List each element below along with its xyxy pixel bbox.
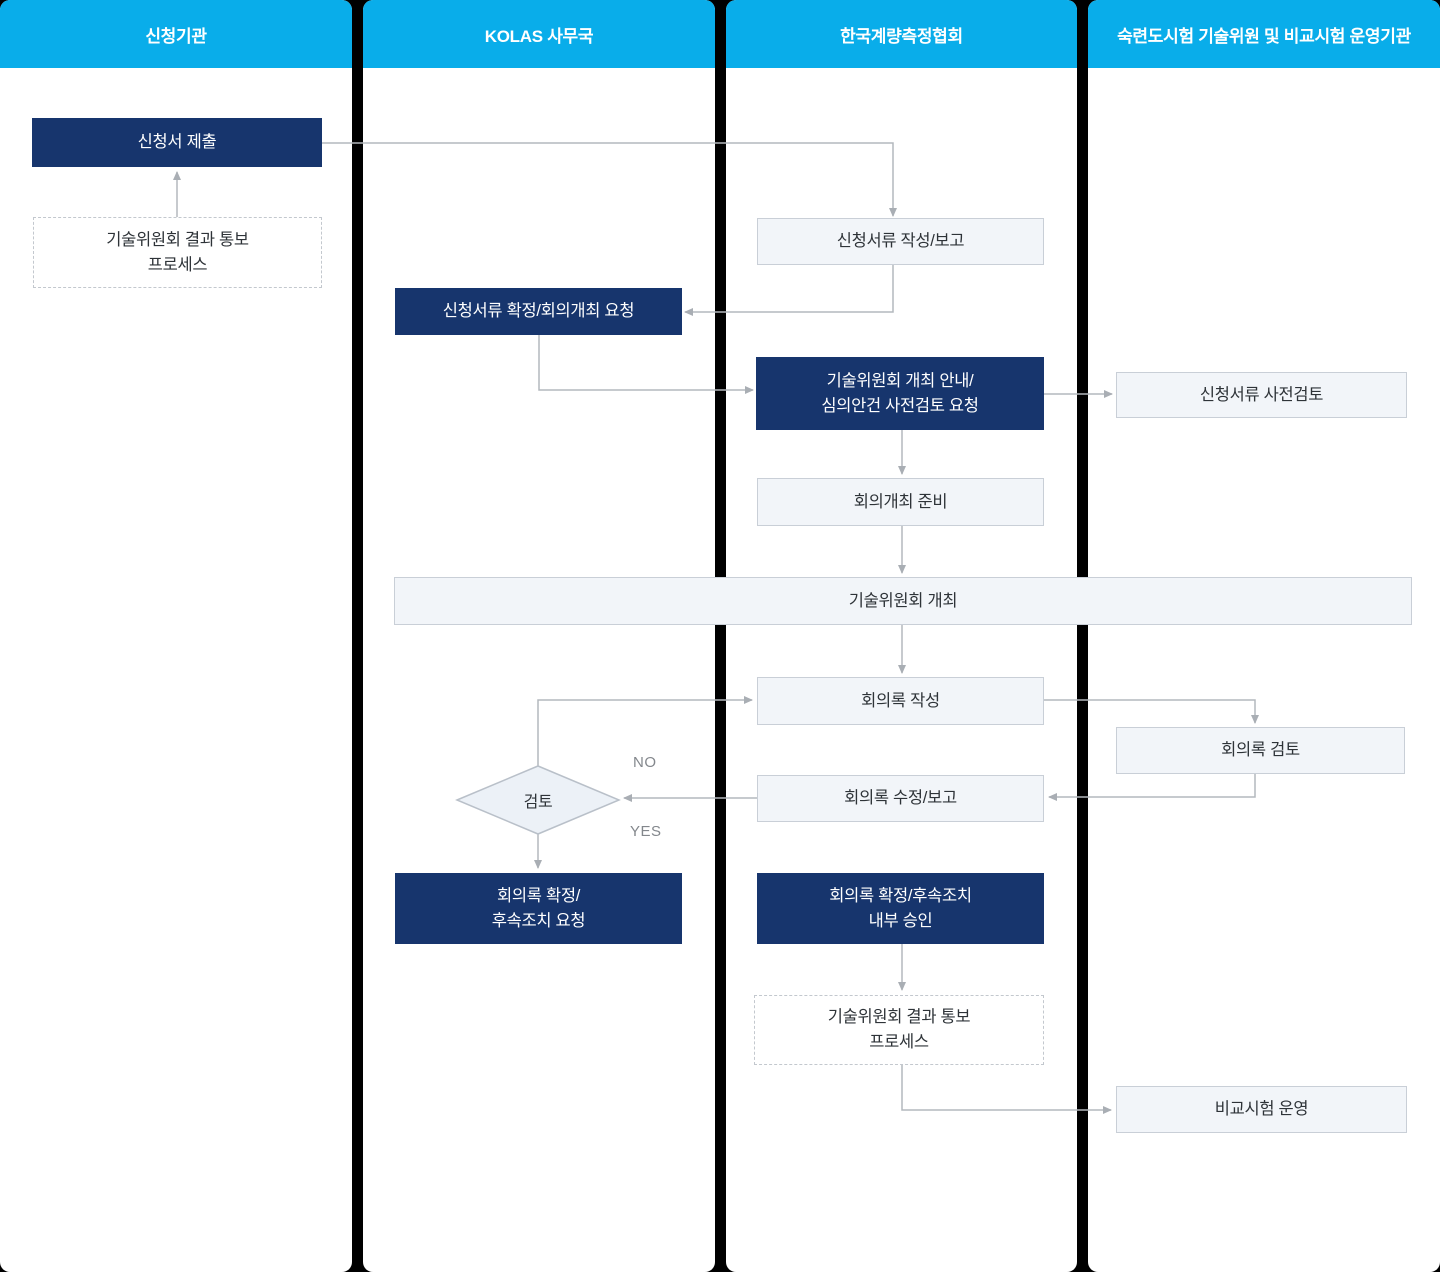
node-minutes-finalize-followup-request: 회의록 확정/ 후속조치 요청 (395, 873, 682, 944)
decision-no-label: NO (633, 754, 657, 771)
node-result-notify-process-kasto: 기술위원회 결과 통보 프로세스 (754, 995, 1044, 1065)
decision-review-label: 검토 (523, 794, 553, 811)
lane-applicant: 신청기관 (0, 0, 352, 1272)
lane-header-applicant: 신청기관 (0, 0, 352, 68)
node-submit-application: 신청서 제출 (32, 118, 322, 167)
decision-diamond (455, 765, 621, 835)
node-minutes-review: 회의록 검토 (1116, 727, 1405, 774)
connector-docs-confirm-to-announce (538, 335, 754, 394)
decision-yes-label: YES (630, 823, 662, 840)
node-minutes-write: 회의록 작성 (757, 677, 1044, 725)
node-comparison-test-operate: 비교시험 운영 (1116, 1086, 1407, 1133)
connector-minutes-write-to-minutes-review (1044, 699, 1259, 724)
node-docs-write-report: 신청서류 작성/보고 (757, 218, 1044, 265)
node-committee-meeting: 기술위원회 개최 (394, 577, 1412, 625)
connector-docs-write-to-docs-confirm (684, 265, 894, 316)
connector-submit-to-docs-write (322, 142, 897, 217)
connector-minutes-review-to-minutes-revise (1048, 774, 1256, 801)
lane-kolas-office: KOLAS 사무국 (363, 0, 715, 1272)
node-result-notify-process-applicant: 기술위원회 결과 통보 프로세스 (33, 217, 322, 288)
node-docs-precheck: 신청서류 사전검토 (1116, 372, 1407, 418)
lane-proficiency-operator: 숙련도시험 기술위원 및 비교시험 운영기관 (1088, 0, 1440, 1272)
node-minutes-revise-report: 회의록 수정/보고 (757, 775, 1044, 822)
connector-decision-no-to-minutes-write (537, 696, 753, 766)
connector-notify-process-to-comparison (901, 1065, 1112, 1114)
node-committee-announce-precheck-request: 기술위원회 개최 안내/ 심의안건 사전검토 요청 (756, 357, 1044, 430)
lane-header-kasto: 한국계량측정협회 (726, 0, 1077, 68)
lane-header-kolas-office: KOLAS 사무국 (363, 0, 715, 68)
node-docs-confirm-meeting-request: 신청서류 확정/회의개최 요청 (395, 288, 682, 335)
node-meeting-prepare: 회의개최 준비 (757, 478, 1044, 526)
lane-header-proficiency-operator: 숙련도시험 기술위원 및 비교시험 운영기관 (1088, 0, 1440, 68)
node-minutes-finalize-internal-approval: 회의록 확정/후속조치 내부 승인 (757, 873, 1044, 944)
